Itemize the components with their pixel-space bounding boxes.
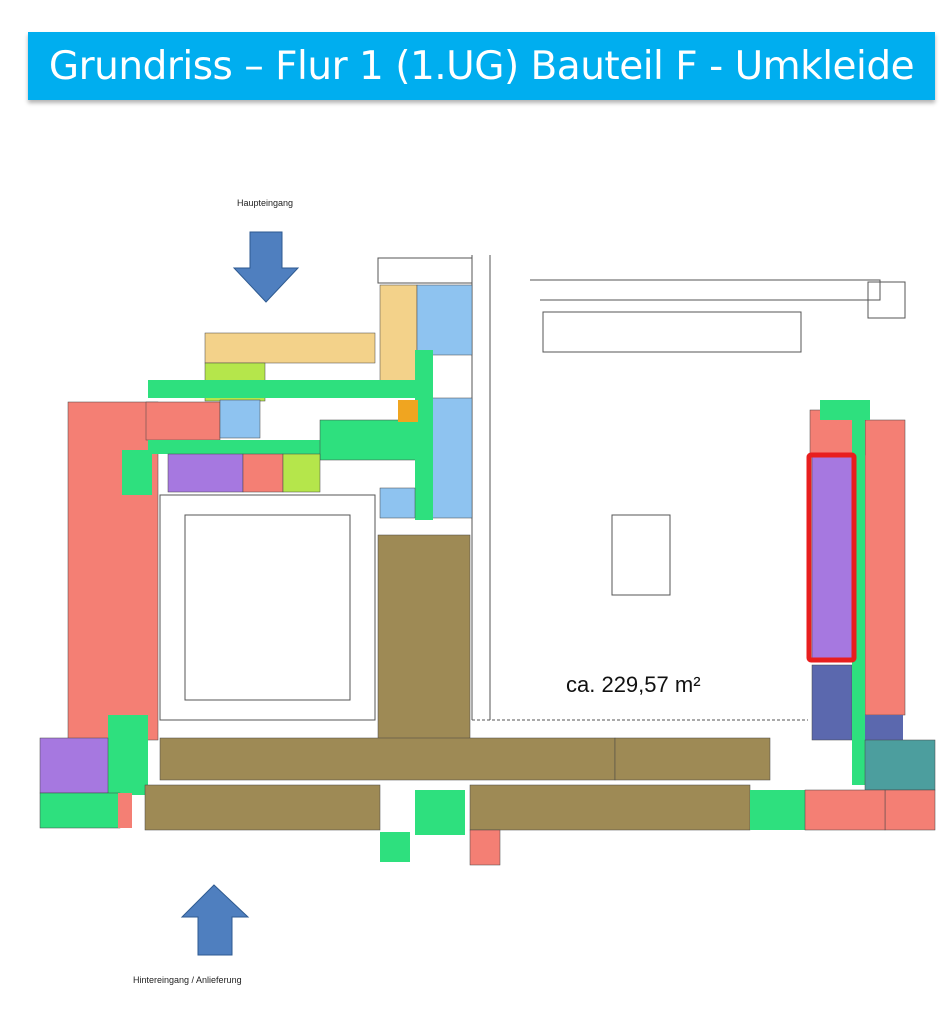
central-hall <box>144 534 805 866</box>
rear-entrance-label: Hintereingang / Anlieferung <box>133 975 242 985</box>
main-entrance-arrow-icon <box>232 231 300 303</box>
title-banner: Grundriss – Flur 1 (1.UG) Bauteil F - Um… <box>28 32 935 100</box>
rear-entrance-arrow-icon <box>180 884 250 956</box>
east-wing <box>804 400 936 831</box>
west-wing-offices <box>39 401 221 829</box>
umkleide-highlight <box>806 452 857 663</box>
page-title: Grundriss – Flur 1 (1.UG) Bauteil F - Um… <box>48 43 915 89</box>
main-entrance-label: Haupteingang <box>237 198 294 208</box>
area-label: ca. 229,57 m² <box>566 672 701 697</box>
north-block <box>148 284 473 520</box>
